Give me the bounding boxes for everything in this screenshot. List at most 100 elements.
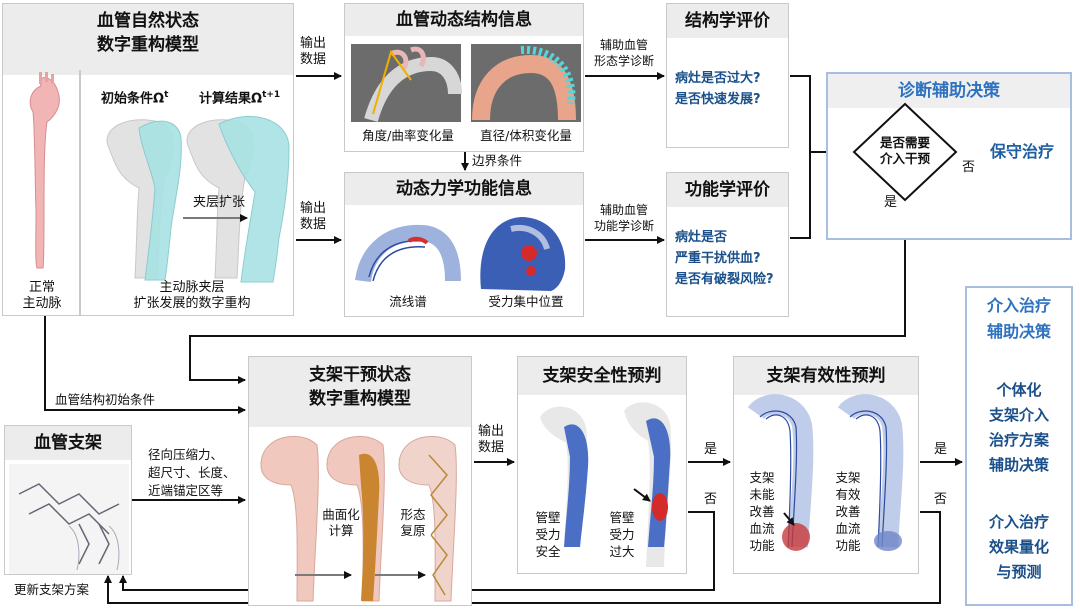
label-result: 计算结果Ωt+1 bbox=[199, 87, 280, 107]
box1-title-line2: 数字重构模型 bbox=[97, 35, 199, 55]
box8-header: 支架干预状态 数字重构模型 bbox=[249, 357, 471, 427]
safety-left-line3: 安全 bbox=[535, 544, 561, 559]
box9-title: 血管支架 bbox=[5, 426, 131, 460]
label-yes-2: 是 bbox=[934, 442, 948, 457]
box7-line7: 介入治疗 bbox=[988, 513, 1049, 531]
effect-left-line4: 血流 bbox=[749, 521, 775, 536]
effect-right-line3: 改善 bbox=[835, 504, 861, 519]
label-safety-left: 管壁 受力 安全 bbox=[530, 509, 566, 560]
decision-line2: 介入干预 bbox=[879, 151, 930, 166]
label-no-2: 否 bbox=[934, 492, 948, 507]
box1-divider bbox=[79, 70, 81, 316]
stent-image bbox=[9, 464, 129, 574]
label-output-data-2: 输出 数据 bbox=[300, 201, 326, 233]
effect-right-line5: 功能 bbox=[835, 538, 861, 553]
output-data-2-line2: 数据 bbox=[300, 217, 327, 232]
label-initial-sup: t bbox=[164, 90, 169, 100]
box6-title: 诊断辅助决策 bbox=[828, 74, 1070, 108]
label-yes-1: 是 bbox=[704, 442, 718, 457]
caption-diameter-volume: 直径/体积变化量 bbox=[480, 128, 572, 143]
label-aux-function: 辅助血管 功能学诊断 bbox=[588, 202, 660, 234]
box5-q1: 病灶是否 bbox=[675, 230, 728, 245]
box-structural-eval: 结构学评价 病灶是否过大? 是否快速发展? bbox=[666, 3, 789, 148]
output-data-3-line2: 数据 bbox=[478, 440, 505, 455]
decision-yes-label: 是 bbox=[884, 195, 898, 210]
effect-right-line4: 血流 bbox=[835, 521, 861, 536]
diameter-volume-image bbox=[471, 44, 581, 122]
stress-concentration-image bbox=[480, 217, 566, 291]
label-model-line2: 扩张发展的数字重构 bbox=[133, 296, 251, 311]
box4-title: 结构学评价 bbox=[667, 4, 788, 38]
streamline-image bbox=[355, 224, 461, 283]
effect-right-line2: 有效 bbox=[835, 487, 861, 502]
safety-right-line1: 管壁 bbox=[609, 510, 635, 525]
stent-params-line1: 径向压缩力、 bbox=[148, 447, 224, 462]
effectiveness-images bbox=[747, 394, 904, 551]
box11-title: 支架有效性预判 bbox=[734, 357, 918, 395]
label-dissection-expansion: 夹层扩张 bbox=[193, 195, 246, 210]
box-stent-safety: 支架安全性预判 管壁 受力 安全 管壁 受力 过大 bbox=[517, 356, 687, 574]
box7-line5: 治疗方案 bbox=[988, 431, 1049, 449]
output-data-3-line1: 输出 bbox=[478, 424, 505, 439]
box7-line6: 辅助决策 bbox=[988, 456, 1049, 474]
stent-params-line3: 近端锚定区等 bbox=[148, 483, 224, 498]
stent-model-images bbox=[260, 435, 457, 602]
box-functional-eval: 功能学评价 病灶是否 严重干扰供血? 是否有破裂风险? bbox=[666, 172, 789, 317]
box7-top: 介入治疗 辅助决策 bbox=[967, 293, 1071, 345]
label-output-data-3: 输出 数据 bbox=[478, 424, 504, 456]
effect-left-line1: 支架 bbox=[749, 470, 775, 485]
effect-left-line5: 功能 bbox=[749, 538, 775, 553]
box5-title: 功能学评价 bbox=[667, 173, 788, 207]
box7-line2: 辅助决策 bbox=[986, 322, 1051, 341]
box-stent-effectiveness: 支架有效性预判 支架 未能 改善 血流 功能 支架 有效 改善 血流 功能 bbox=[733, 356, 919, 574]
step1-line1: 曲面化 bbox=[322, 507, 360, 522]
label-initial-structure: 血管结构初始条件 bbox=[55, 392, 156, 407]
bracket-eval bbox=[790, 75, 811, 239]
effect-left-line3: 改善 bbox=[749, 504, 775, 519]
normal-aorta-image bbox=[29, 72, 60, 269]
safety-right-line3: 过大 bbox=[609, 544, 635, 559]
box-stent-model: 支架干预状态 数字重构模型 曲面化 计算 形态 复原 bbox=[248, 356, 472, 606]
label-surface-calc: 曲面化 计算 bbox=[321, 507, 361, 539]
box10-title: 支架安全性预判 bbox=[518, 357, 686, 395]
label-normal-line2: 主动脉 bbox=[22, 296, 62, 311]
decision-line1: 是否需要 bbox=[879, 135, 930, 150]
caption-angle-curvature: 角度/曲率变化量 bbox=[362, 128, 454, 143]
label-effect-right: 支架 有效 改善 血流 功能 bbox=[828, 469, 868, 554]
box5-q2: 严重干扰供血? bbox=[675, 251, 761, 266]
label-normal-line1: 正常 bbox=[28, 280, 55, 295]
step2-line1: 形态 bbox=[400, 507, 426, 522]
aux-struct-line2: 形态学诊断 bbox=[593, 54, 654, 68]
box1-header: 血管自然状态 数字重构模型 bbox=[3, 4, 293, 75]
label-result-text: 计算结果Ω bbox=[199, 91, 263, 107]
label-shape-restore: 形态 复原 bbox=[395, 507, 431, 539]
label-stent-params: 径向压缩力、 超尺寸、长度、 近端锚定区等 bbox=[148, 446, 236, 500]
box3-title: 动态力学功能信息 bbox=[345, 173, 583, 205]
box-vascular-stent: 血管支架 bbox=[4, 425, 132, 575]
effect-right-line1: 支架 bbox=[835, 470, 861, 485]
box7-line4: 支架介入 bbox=[988, 406, 1049, 424]
label-effect-left: 支架 未能 改善 血流 功能 bbox=[742, 469, 782, 554]
stent-params-line2: 超尺寸、长度、 bbox=[148, 465, 236, 480]
label-initial-condition: 初始条件Ωt bbox=[101, 87, 168, 107]
output-data-2-line1: 输出 bbox=[300, 201, 327, 216]
box5-questions: 病灶是否 严重干扰供血? 是否有破裂风险? bbox=[675, 227, 774, 290]
angle-curvature-image bbox=[351, 44, 462, 123]
label-update-plan: 更新支架方案 bbox=[14, 582, 90, 597]
aux-struct-line1: 辅助血管 bbox=[599, 38, 648, 52]
box4-q2: 是否快速发展? bbox=[675, 92, 761, 107]
label-boundary-condition: 边界条件 bbox=[472, 153, 523, 168]
caption-stress-concentration: 受力集中位置 bbox=[488, 294, 564, 309]
label-initial-text: 初始条件Ω bbox=[101, 91, 165, 107]
label-model-line1: 主动脉夹层 bbox=[159, 280, 225, 295]
box7-line1: 介入治疗 bbox=[986, 296, 1051, 315]
safety-images bbox=[540, 402, 672, 567]
box7-line8: 效果量化 bbox=[988, 538, 1049, 556]
box-dynamic-structure: 血管动态结构信息 角度/曲率变化量 直径/体积变化量 bbox=[344, 3, 584, 152]
aux-func-line2: 功能学诊断 bbox=[593, 219, 654, 233]
arrow-yes-box8 bbox=[189, 208, 906, 384]
safety-left-line1: 管壁 bbox=[535, 510, 561, 525]
label-aux-morphology: 辅助血管 形态学诊断 bbox=[588, 37, 660, 69]
